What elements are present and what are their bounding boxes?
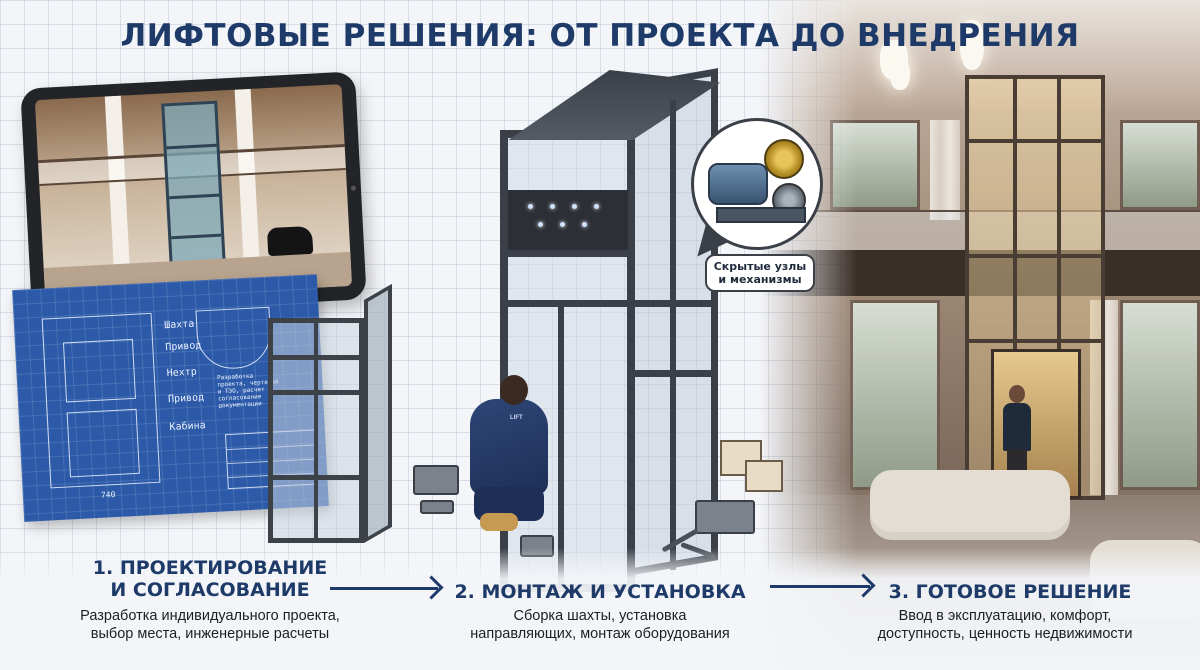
callout-line-2: и механизмы (718, 273, 802, 286)
arrow-right-icon (770, 585, 870, 588)
elevator-model (268, 283, 393, 545)
step-3-title: 3. ГОТОВОЕ РЕШЕНИЕ (860, 581, 1160, 603)
blueprint-label-drive: Привод (165, 340, 202, 354)
page-title: ЛИФТОВЫЕ РЕШЕНИЯ: ОТ ПРОЕКТА ДО ВНЕДРЕНИ… (120, 18, 1080, 54)
step-2-description: Сборка шахты, установка направляющих, мо… (430, 607, 770, 643)
piano-icon (266, 225, 314, 257)
tool-case-icon (413, 465, 459, 495)
step-1-description: Разработка индивидуального проекта, выбо… (30, 607, 390, 643)
mechanism-illustration (691, 118, 823, 250)
step-2-desc-line-1: Сборка шахты, установка (513, 608, 687, 624)
installed-elevator (965, 75, 1105, 500)
step-3-desc-line-2: доступность, ценность недвижимости (877, 626, 1133, 642)
arrow-right-icon (330, 587, 438, 590)
blueprint-label-shaft: Шахта (163, 318, 195, 332)
step-1-desc-line-2: выбор места, инженерные расчеты (90, 626, 330, 642)
step-3-title-line-1: 3. ГОТОВОЕ РЕШЕНИЕ (888, 581, 1132, 603)
tablet-screen (34, 84, 353, 302)
blueprint-dimension: 740 (100, 490, 116, 500)
callout-label: Скрытые узлы и механизмы (705, 254, 815, 292)
elevator-frame-under-construction (490, 68, 720, 592)
window (850, 300, 940, 490)
step-1-title-line-1: 1. ПРОЕКТИРОВАНИЕ (92, 557, 328, 579)
tool-part-icon (420, 500, 454, 514)
bottom-text-area (0, 548, 1200, 670)
blueprint-label-drive-2: Привод (167, 392, 205, 406)
step-3-description: Ввод в эксплуатацию, комфорт, доступност… (830, 607, 1180, 643)
step-2-title: 2. МОНТАЖ И УСТАНОВКА (450, 581, 750, 603)
worker-logo: LIFT (510, 415, 523, 421)
callout-line-1: Скрытые узлы (713, 260, 807, 273)
chandelier-icon (890, 60, 910, 90)
blueprint-label-center: Нехтр (166, 366, 198, 380)
pulley-icon (764, 139, 804, 179)
window (830, 120, 920, 210)
blueprint-label-cabin: Кабина (169, 420, 206, 434)
step-1-title-line-2: И СОГЛАСОВАНИЕ (110, 579, 310, 601)
window (1120, 120, 1200, 210)
step-1-desc-line-1: Разработка индивидуального проекта, (80, 608, 340, 624)
cabin-ceiling-lights (508, 190, 628, 250)
tool-case-icon (695, 500, 755, 534)
step-1-title: 1. ПРОЕКТИРОВАНИЕ И СОГЛАСОВАНИЕ (60, 557, 360, 601)
chandelier-icon (960, 20, 984, 70)
hidden-mechanisms-callout: Скрытые узлы и механизмы (686, 118, 827, 292)
motor-icon (708, 163, 768, 205)
step-3-desc-line-1: Ввод в эксплуатацию, комфорт, (898, 608, 1112, 624)
window (1120, 300, 1200, 490)
installer-worker: LIFT (460, 375, 555, 535)
parts-box-icon (745, 460, 783, 492)
render-elevator-shaft (161, 100, 227, 274)
step-2-title-line-1: 2. МОНТАЖ И УСТАНОВКА (454, 581, 746, 603)
sofa (870, 470, 1070, 540)
step-2-desc-line-2: направляющих, монтаж оборудования (470, 626, 730, 642)
curtain (930, 120, 960, 220)
tablet-camera (350, 185, 357, 191)
